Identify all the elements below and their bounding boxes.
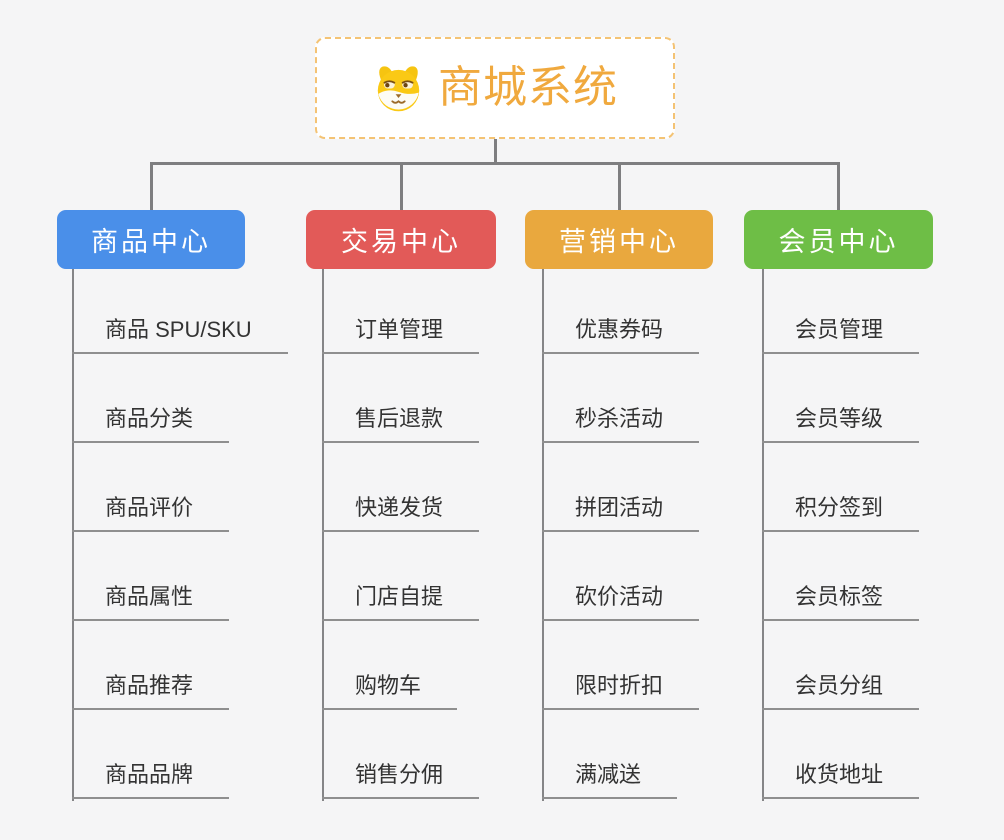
child-topic[interactable]: 拼团活动 [542,495,700,532]
child-topic[interactable]: 商品分类 [72,406,230,443]
connector-drop [400,162,403,211]
connector-column-line [542,269,544,801]
connector-root-stub [494,138,497,164]
child-topic[interactable]: 满减送 [542,762,678,799]
connector-drop [150,162,153,211]
child-topic[interactable]: 商品评价 [72,495,230,532]
connector-column-line [762,269,764,801]
root-title: 商城系统 [438,63,618,112]
child-topic[interactable]: 商品属性 [72,584,230,621]
connector-column-line [72,269,74,801]
child-topic[interactable]: 门店自提 [322,584,480,621]
branch-head-trade-center[interactable]: 交易中心 [306,210,496,269]
child-topic[interactable]: 销售分佣 [322,762,480,799]
child-topic[interactable]: 商品 SPU/SKU [72,317,288,354]
child-topic[interactable]: 会员标签 [762,584,920,621]
branch-head-product-center[interactable]: 商品中心 [57,210,245,269]
shiba-dog-icon [372,64,425,113]
child-topic[interactable]: 优惠券码 [542,317,700,354]
connector-column-line [322,269,324,801]
child-topic[interactable]: 积分签到 [762,495,920,532]
child-topic[interactable]: 订单管理 [322,317,480,354]
branch-head-marketing-center[interactable]: 营销中心 [525,210,713,269]
child-topic[interactable]: 售后退款 [322,406,480,443]
child-topic[interactable]: 会员分组 [762,673,920,710]
child-topic[interactable]: 限时折扣 [542,673,700,710]
child-topic[interactable]: 会员等级 [762,406,920,443]
connector-drop [837,162,840,211]
child-topic[interactable]: 购物车 [322,673,458,710]
branch-head-member-center[interactable]: 会员中心 [744,210,933,269]
child-topic[interactable]: 收货地址 [762,762,920,799]
child-topic[interactable]: 会员管理 [762,317,920,354]
connector-rail [150,162,840,165]
connector-drop [618,162,621,211]
child-topic[interactable]: 商品推荐 [72,673,230,710]
child-topic[interactable]: 砍价活动 [542,584,700,621]
child-topic[interactable]: 快递发货 [322,495,480,532]
child-topic[interactable]: 秒杀活动 [542,406,700,443]
root-node[interactable]: 商城系统 [315,37,675,139]
child-topic[interactable]: 商品品牌 [72,762,230,799]
